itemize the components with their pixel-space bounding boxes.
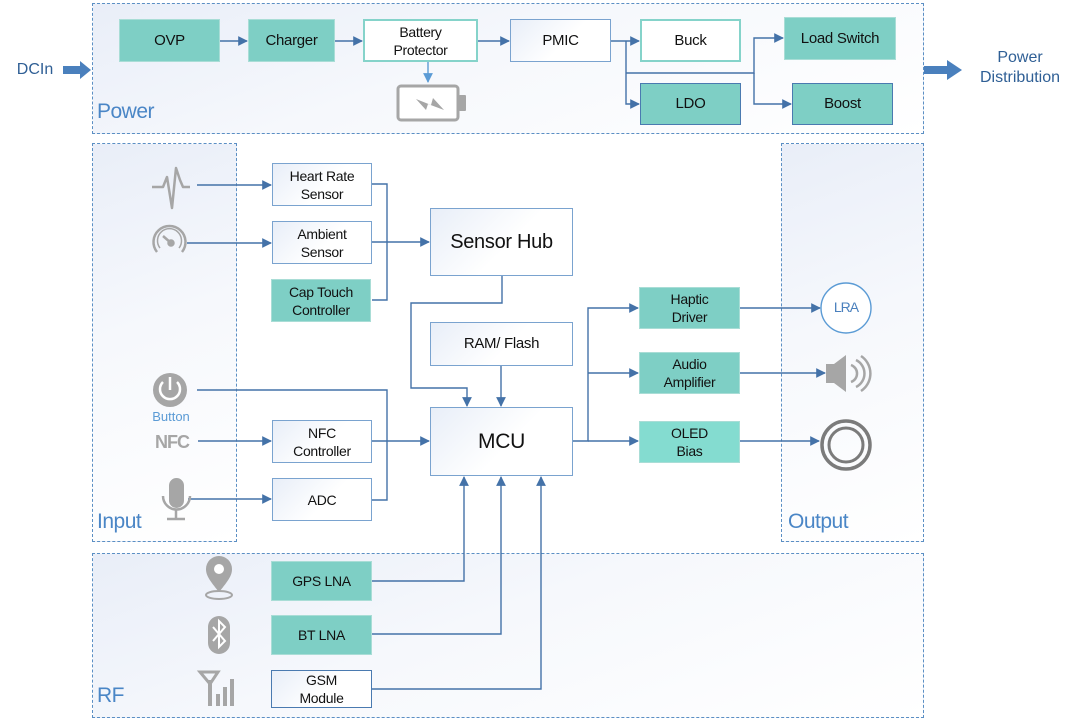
heart-rate-sensor-block[interactable]: Heart Rate Sensor [272,163,372,206]
button-label: Button [152,409,190,424]
nfc-controller-block[interactable]: NFC Controller [272,420,372,463]
haptic-driver-block[interactable]: Haptic Driver [639,287,740,329]
bluetooth-icon [208,616,230,654]
wire-hub-mcu [410,276,503,407]
ambient-sensor-block[interactable]: Ambient Sensor [272,221,372,264]
gsm-module-block[interactable]: GSM Module [271,670,372,708]
sensor-hub-block[interactable]: Sensor Hub [430,208,573,276]
speaker-icon [826,354,872,393]
wire-pmic-loadswitch [626,33,784,74]
mcu-block[interactable]: MCU [430,407,573,476]
ovp-block[interactable]: OVP [119,19,220,62]
power-button-icon [153,373,187,407]
nfc-icon: NFC [155,432,190,452]
charger-block[interactable]: Charger [248,19,335,62]
battery-charging-icon [396,84,466,122]
rf-region-label: RF [97,684,125,707]
microphone-icon [161,478,192,521]
dc-input-label: DCIn [16,61,54,78]
output-region-label: Output [788,510,849,533]
cellular-signal-icon [196,670,234,706]
ldo-block[interactable]: LDO [640,83,741,125]
cap-touch-controller-block[interactable]: Cap Touch Controller [271,279,371,322]
wire-mcu-outputs [573,303,639,442]
power-region-label: Power [97,100,155,123]
display-ring-icon [820,419,872,471]
input-region [92,143,237,542]
audio-amplifier-block[interactable]: Audio Amplifier [639,352,740,394]
wire-gps-mcu [372,476,469,582]
boost-block[interactable]: Boost [792,83,893,125]
power-distribution-label: Power Distribution [979,49,1061,86]
location-pin-icon [205,556,233,600]
output-region [781,143,924,542]
gauge-icon [152,224,187,253]
input-region-label: Input [97,510,142,533]
lra-icon [820,282,872,334]
heartbeat-icon [152,166,190,210]
wire-pmic-boost [753,73,792,109]
wire-pmic-ldo [625,41,640,109]
bt-lna-block[interactable]: BT LNA [271,615,372,655]
lra-label: LRA [833,299,859,315]
battery-protector-block[interactable]: Battery Protector [363,19,478,62]
load-switch-block[interactable]: Load Switch [784,17,896,60]
pmic-block[interactable]: PMIC [510,19,611,62]
wire-gsm-mcu [372,476,546,690]
adc-block[interactable]: ADC [272,478,372,521]
gps-lna-block[interactable]: GPS LNA [271,561,372,601]
buck-block[interactable]: Buck [640,19,741,62]
oled-bias-block[interactable]: OLED Bias [639,421,740,463]
wire-button-mcu [197,389,388,501]
wire-bt-mcu [372,476,506,635]
ram-flash-block[interactable]: RAM/ Flash [430,322,573,366]
dcin-arrow-icon [63,61,91,79]
power-out-arrow-icon [924,60,962,80]
